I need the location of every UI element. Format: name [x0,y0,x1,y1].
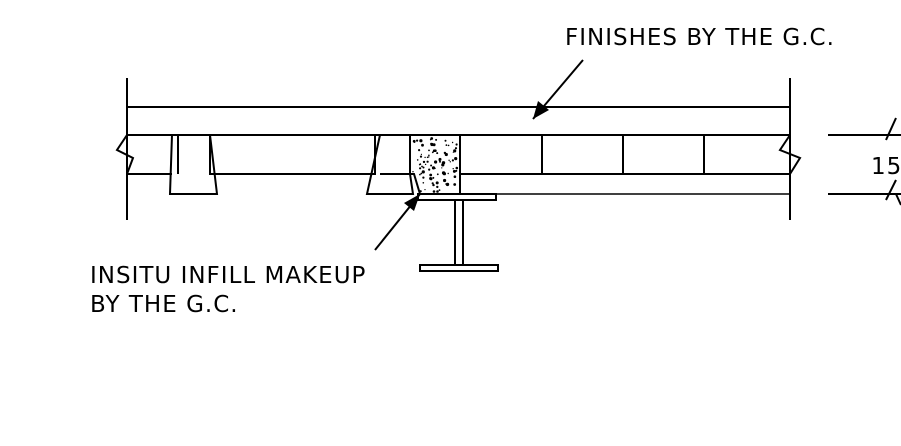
speckle-dot [441,167,443,169]
speckle-dot [447,144,450,147]
speckle-dot [428,156,430,158]
speckle-dot [453,175,457,178]
speckle-dot [436,173,439,176]
speckle-dot [421,165,423,168]
infill-label-line-2: BY THE G.C. [90,292,239,318]
speckle-dot [445,183,447,185]
speckle-dot [432,183,435,187]
speckle-dot [444,139,447,142]
speckle-dot [447,172,449,175]
speckle-dot [452,169,456,173]
dimension-value: 15 [871,154,901,180]
speckle-dot [424,189,426,191]
speckle-dot [420,172,423,175]
speckle-dot [432,190,436,193]
speckle-dot [430,142,434,147]
speckle-dot [412,139,416,143]
dimension-marker [828,117,901,206]
speckle-dot [421,143,424,147]
infill-leader [374,193,421,251]
speckle-dot [443,151,447,155]
speckle-dot [454,147,458,150]
speckle-dot [428,168,431,171]
speckle-dot [419,155,423,158]
speckle-dot [443,178,447,183]
speckle-dot [431,182,434,185]
speckle-dot [419,190,422,193]
speckle-dot [448,159,450,161]
speckle-dot [452,168,454,170]
speckle-dot [455,166,459,170]
speckle-dot [451,141,454,144]
speckle-dot [451,159,454,162]
speckle-dot [419,163,422,166]
speckle-dot [436,152,439,155]
speckle-dot [445,182,450,187]
speckle-dot [431,166,436,170]
speckle-dot [453,183,457,186]
speckle-dot [422,176,425,179]
speckle-dot [438,189,441,192]
speckle-dot [441,161,446,165]
speckle-dot [431,151,434,154]
speckle-dot [424,156,426,159]
speckle-dot [455,143,458,146]
speckle-dot [421,170,425,174]
speckle-dot [416,139,419,142]
middle-plank-edge [365,134,415,195]
speckle-dot [435,181,439,185]
speckle-dot [422,166,425,169]
infill-label-line-1: INSITU INFILL MAKEUP [90,263,366,289]
speckle-dot [420,153,422,155]
concrete-speckle-pattern [412,137,459,193]
speckle-dot [419,139,423,143]
finishes-leader [532,59,584,120]
speckle-dot [429,173,433,177]
speckle-dot [436,190,439,193]
speckle-dot [418,149,421,152]
steel-i-beam [417,193,499,272]
speckle-dot [426,160,429,163]
speckle-dot [436,185,439,189]
speckle-dot [452,151,454,153]
speckle-dot [419,173,421,176]
speckle-dot [424,163,427,166]
speckle-dot [432,176,435,179]
speckle-dot [429,177,433,180]
speckle-dot [434,160,438,164]
speckle-dot [412,171,414,173]
speckle-dot [442,172,446,176]
speckle-dot [430,164,433,167]
speckle-dot [453,149,457,153]
speckle-dot [435,138,438,141]
speckle-dot [419,167,422,170]
speckle-dot [454,157,458,161]
speckle-dot [422,160,426,164]
speckle-dot [422,182,425,184]
right-plank [460,135,790,195]
speckle-dot [432,149,436,152]
speckle-dot [438,157,442,161]
speckle-dot [416,159,419,161]
finishes-label: FINISHES BY THE G.C. [565,25,835,51]
speckle-dot [439,160,441,163]
speckle-dot [426,156,429,159]
speckle-dot [428,149,430,152]
speckle-dot [445,144,448,147]
speckle-dot [455,169,458,172]
speckle-dot [429,139,432,141]
speckle-dot [449,161,451,163]
left-break-symbol [115,134,135,175]
left-plank [127,134,376,195]
speckle-dot [428,154,430,157]
right-break-symbol [778,134,802,175]
insitu-infill-zone [409,134,461,195]
